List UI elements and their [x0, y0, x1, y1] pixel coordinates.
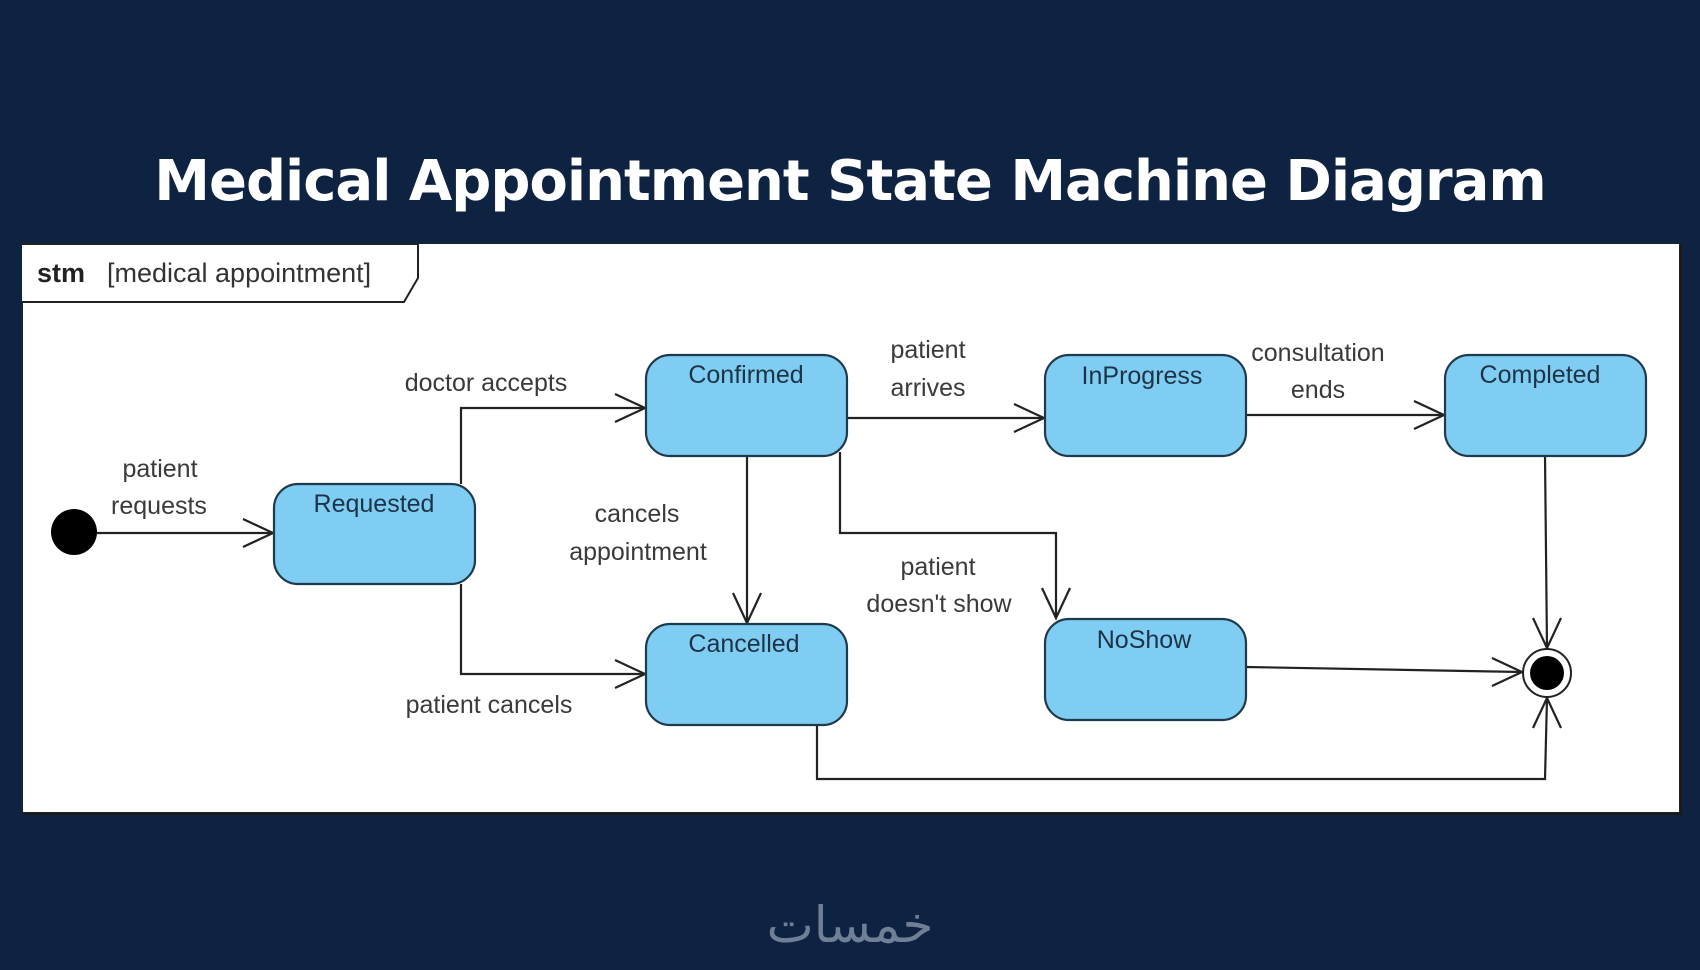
initial-state-icon[interactable]: [51, 509, 97, 555]
state-label: Confirmed: [688, 361, 803, 389]
transition-label: requests: [111, 492, 207, 520]
frame-tab: [22, 243, 419, 303]
transition-confirmed-noshow[interactable]: [838, 452, 1071, 621]
transition-label: patient: [890, 336, 965, 364]
state-label: NoShow: [1097, 626, 1192, 654]
state-label: InProgress: [1082, 362, 1203, 390]
transition-confirmed-cancelled[interactable]: [732, 456, 762, 626]
transition-label: patient: [122, 455, 197, 483]
state-label: Cancelled: [688, 630, 799, 658]
transition-label: appointment: [569, 538, 707, 566]
state-inprogress[interactable]: InProgress: [1043, 353, 1248, 458]
state-completed[interactable]: Completed: [1443, 353, 1648, 458]
state-label: Completed: [1480, 361, 1601, 389]
transition-label: cancels: [595, 500, 680, 528]
transition-requested-cancelled[interactable]: [459, 584, 648, 689]
state-confirmed[interactable]: Confirmed: [644, 353, 849, 458]
transition-label: consultation: [1251, 339, 1384, 367]
transition-requested-confirmed[interactable]: [459, 393, 648, 484]
transition-label: patient: [900, 553, 975, 581]
transition-label: patient cancels: [406, 691, 573, 719]
final-state-icon[interactable]: [1522, 648, 1572, 698]
frame-keyword: stm: [37, 258, 85, 288]
transition-initial-requested[interactable]: [97, 518, 276, 548]
transition-label: doesn't show: [866, 590, 1012, 618]
state-requested[interactable]: Requested: [272, 482, 477, 586]
transition-completed-final[interactable]: [1532, 455, 1562, 651]
page-title: Medical Appointment State Machine Diagra…: [154, 149, 1547, 214]
watermark-logo: خمسات: [766, 896, 934, 954]
transition-inprogress-completed[interactable]: [1246, 400, 1447, 430]
transition-noshow-final[interactable]: [1245, 657, 1525, 687]
state-noshow[interactable]: NoShow: [1043, 617, 1248, 722]
transition-label: arrives: [890, 374, 965, 402]
state-cancelled[interactable]: Cancelled: [644, 622, 849, 727]
state-label: Requested: [314, 490, 435, 518]
transition-confirmed-inprogress[interactable]: [847, 403, 1047, 433]
frame-name: [medical appointment]: [107, 258, 371, 288]
transition-label: ends: [1291, 376, 1345, 404]
transition-label: doctor accepts: [405, 369, 568, 397]
